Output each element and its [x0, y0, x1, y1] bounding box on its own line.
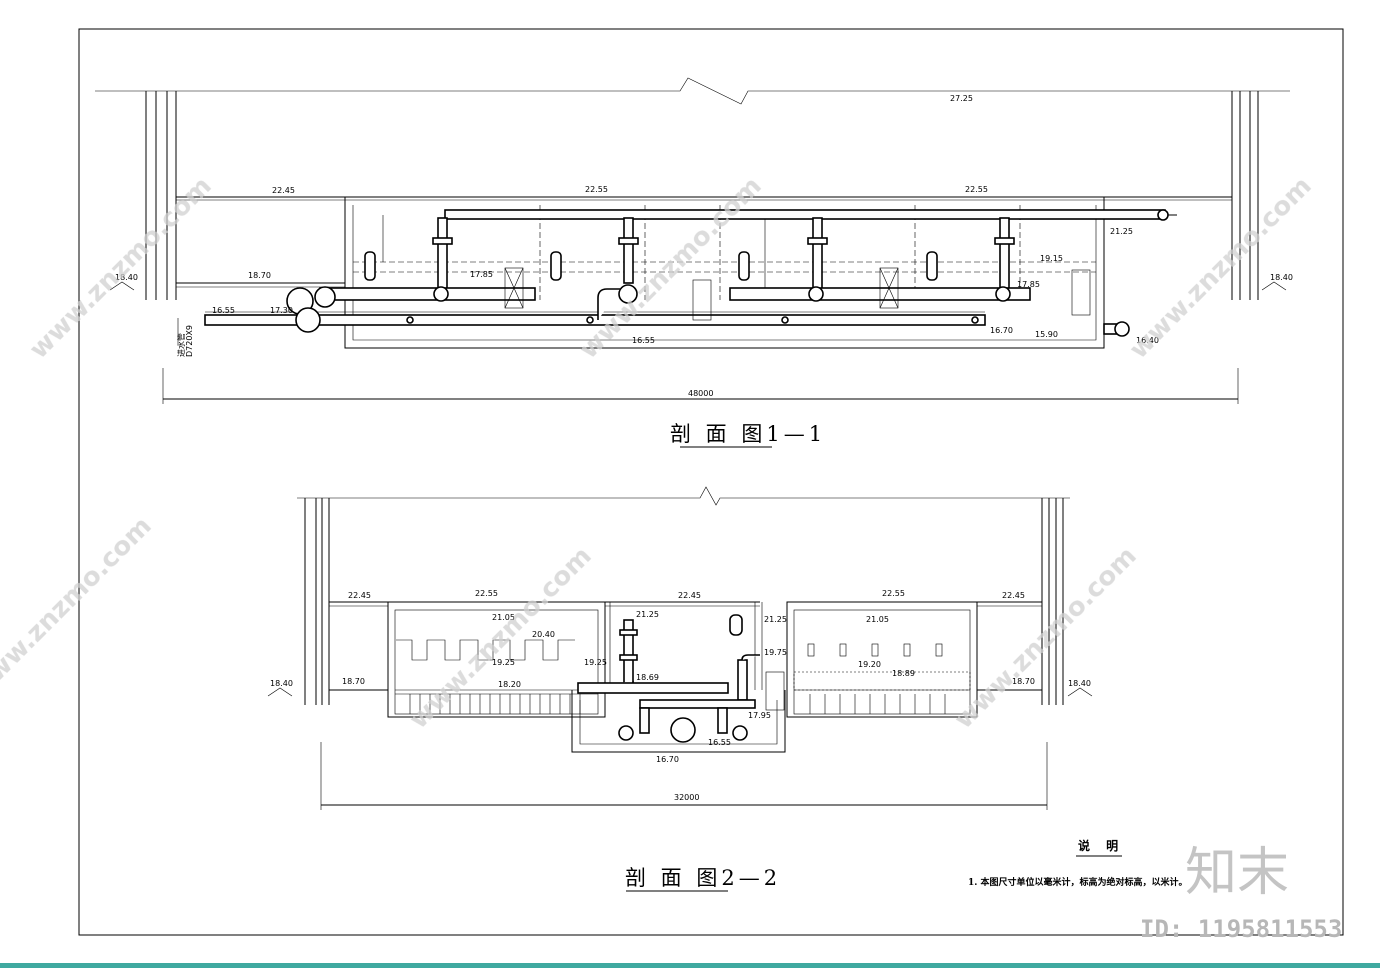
section2-dimension: 32000 [674, 793, 699, 802]
section1-elev-bottom: 16.55 [632, 336, 655, 345]
section2-elev-right-tank-top: 22.55 [882, 589, 905, 598]
section-1-1: 27.25 22.45 22.55 22.55 21.25 18.40 18.4… [95, 77, 1293, 448]
section1-elev-outlet: 21.25 [1110, 227, 1133, 236]
drawing-frame [78, 28, 1344, 936]
watermark-layer: www.znzmo.com www.znzmo.com www.znzmo.co… [0, 171, 1318, 735]
section2-elev-left-tank-top: 22.55 [475, 589, 498, 598]
section2-elev-left-water2: 20.40 [532, 630, 555, 639]
section1-title: 剖 面 图1—1 [670, 422, 826, 446]
section1-elev-ground-right: 18.40 [1270, 273, 1293, 282]
section1-elev-water-b: 17.85 [1017, 280, 1040, 289]
section1-elev-roof-left: 22.45 [272, 186, 295, 195]
section2-elev-gallery-right: 21.25 [764, 615, 787, 624]
watermark-site-5: www.znzmo.com [404, 541, 598, 735]
section2-elev-right-roof: 22.45 [1002, 591, 1025, 600]
notes-line-1: 1. 本图尺寸单位以毫米计，标高为绝对标高，以米计。 [968, 876, 1188, 888]
section1-elev-top: 27.25 [950, 94, 973, 103]
section2-elev-gallery-pipe: 18.69 [636, 673, 659, 682]
watermark-id: ID: 1195811553 [1140, 915, 1342, 943]
section2-elev-left-water: 21.05 [492, 613, 515, 622]
notes-block: 说 明 1. 本图尺寸单位以毫米计，标高为绝对标高，以米计。 [968, 838, 1188, 888]
section2-elev-ground-left: 18.40 [270, 679, 293, 688]
section2-roof-line [297, 486, 1070, 506]
section1-elev-roof-right: 22.55 [965, 185, 988, 194]
section1-elev-ground-left: 18.40 [115, 273, 138, 282]
notes-heading: 说 明 [1078, 838, 1124, 853]
section2-elev-left-bed: 18.20 [498, 680, 521, 689]
watermark-site-6: www.znzmo.com [949, 541, 1143, 735]
section2-elev-gallery-mid: 19.25 [584, 658, 607, 667]
section2-elev-floor-left: 18.70 [342, 677, 365, 686]
section1-elev-level-right: 19.15 [1040, 254, 1063, 263]
section2-elev-right-pipe: 19.75 [764, 648, 787, 657]
section2-elev-pipe-low: 16.55 [708, 738, 731, 747]
section1-elev-inlet: 16.55 [212, 306, 235, 315]
section2-elev-gallery-top: 21.25 [636, 610, 659, 619]
section2-elev-gallery-bottom: 16.70 [656, 755, 679, 764]
section1-elev-outlet-right: 16.40 [1136, 336, 1159, 345]
section1-elev-inlet-low: 17.30 [270, 306, 293, 315]
section2-title: 剖 面 图2—2 [625, 866, 781, 890]
section2-elev-ground-right: 18.40 [1068, 679, 1091, 688]
section1-pipe-label: D720X9 [185, 325, 194, 357]
section2-elev-floor-right: 18.70 [1012, 677, 1035, 686]
section2-elev-right-mid: 19.20 [858, 660, 881, 669]
section1-elev-bottom-right-a: 16.70 [990, 326, 1013, 335]
section-2-2: 22.45 22.55 22.45 22.55 22.45 21.05 20.4… [267, 486, 1093, 892]
section1-elev-roof-mid: 22.55 [585, 185, 608, 194]
section2-elev-left-mid: 19.25 [492, 658, 515, 667]
section1-roof-line [95, 77, 1290, 105]
section2-elev-right-bed: 18.89 [892, 669, 915, 678]
section1-elev-bottom-right-b: 15.90 [1035, 330, 1058, 339]
section1-dimension: 48000 [688, 389, 713, 398]
section1-pipe-label2: 进水管 [176, 333, 186, 357]
section1-elev-water-a: 17.85 [470, 270, 493, 279]
bottom-accent-bar [0, 963, 1380, 968]
section1-elev-floor-left: 18.70 [248, 271, 271, 280]
section2-elev-gallery-side: 17.95 [748, 711, 771, 720]
section2-elev-right-water: 21.05 [866, 615, 889, 624]
watermark-brand: 知末 [1185, 843, 1289, 903]
section2-elev-mid-roof: 22.45 [678, 591, 701, 600]
section2-elev-left-roof: 22.45 [348, 591, 371, 600]
